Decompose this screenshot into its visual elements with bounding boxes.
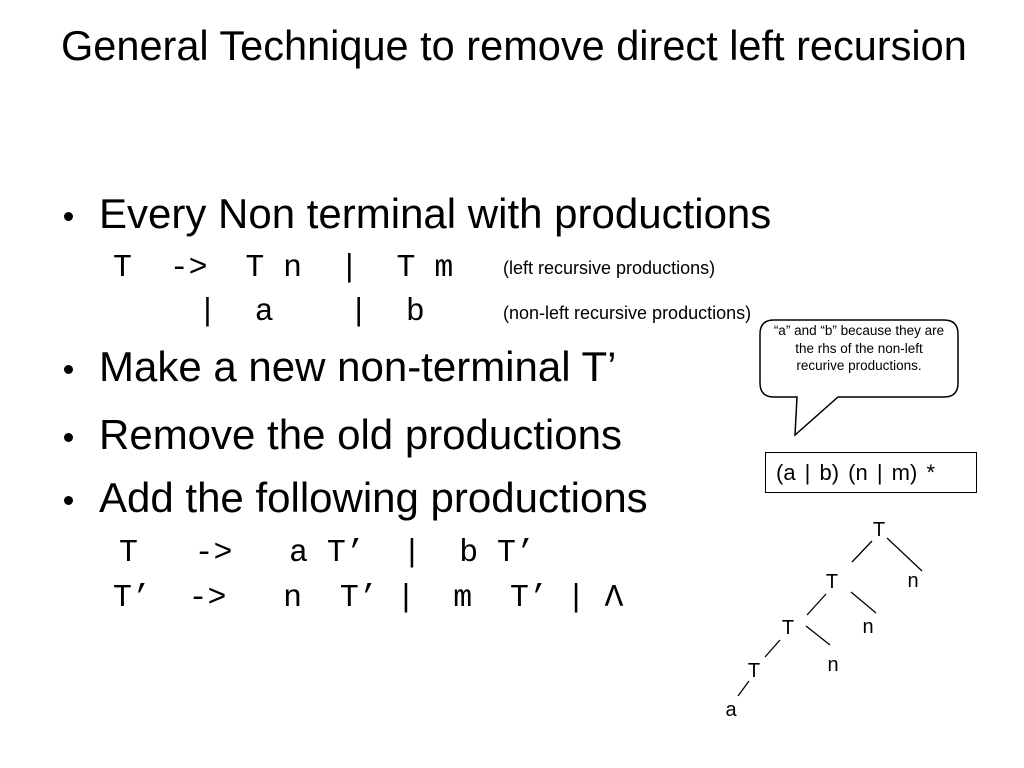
bullet-text: Make a new non-terminal T’ — [99, 343, 617, 390]
tree-edge — [805, 625, 831, 646]
tree-node-label: n — [862, 616, 874, 638]
tree-node-label: T — [747, 660, 761, 682]
tree-edge — [851, 540, 873, 563]
tree-edge — [764, 639, 781, 658]
regex-box: (a | b) (n | m) * — [765, 452, 977, 493]
bullet-dot — [64, 496, 73, 505]
bullet-dot — [64, 212, 73, 221]
slide-title: General Technique to remove direct left … — [61, 22, 967, 69]
bullet-text: Add the following productions — [99, 474, 648, 521]
tree-node-label: n — [827, 654, 839, 676]
tree-edge — [886, 537, 923, 572]
grammar-line: T -> a T’ | b T’ — [119, 536, 535, 571]
speech-bubble-text: “a” and “b” because they are the rhs of … — [760, 322, 958, 375]
tree-edge — [737, 680, 750, 697]
tree-node-label: a — [725, 699, 737, 721]
grammar-line: | a | b — [198, 295, 425, 330]
grammar-line: T’ -> n T’ | m T’ | Λ — [113, 581, 624, 616]
tree-edge — [850, 591, 877, 614]
callout-text-line: recurive productions. — [796, 358, 922, 373]
tree-node-label: T — [781, 617, 795, 639]
regex-text: (a | b) (n | m) * — [776, 459, 936, 485]
bullet-text: Every Non terminal with productions — [99, 190, 772, 237]
tree-edge — [806, 593, 827, 616]
tree-node-label: n — [907, 570, 919, 592]
callout-text-line: “a” and “b” because they are — [773, 323, 945, 338]
bullet-text: Remove the old productions — [99, 411, 622, 458]
production-note: (left recursive productions) — [503, 258, 716, 278]
grammar-line: T -> T n | T m — [113, 251, 454, 286]
bullet-dot — [64, 365, 73, 374]
bullet-dot — [64, 433, 73, 442]
parse-tree-edges — [737, 537, 923, 697]
tree-node-label: T — [872, 519, 886, 541]
production-note: (non-left recursive productions) — [503, 303, 752, 323]
tree-node-label: T — [825, 571, 839, 593]
callout-text-line: the rhs of the non-left — [795, 340, 923, 356]
speech-bubble-shape — [759, 319, 959, 437]
